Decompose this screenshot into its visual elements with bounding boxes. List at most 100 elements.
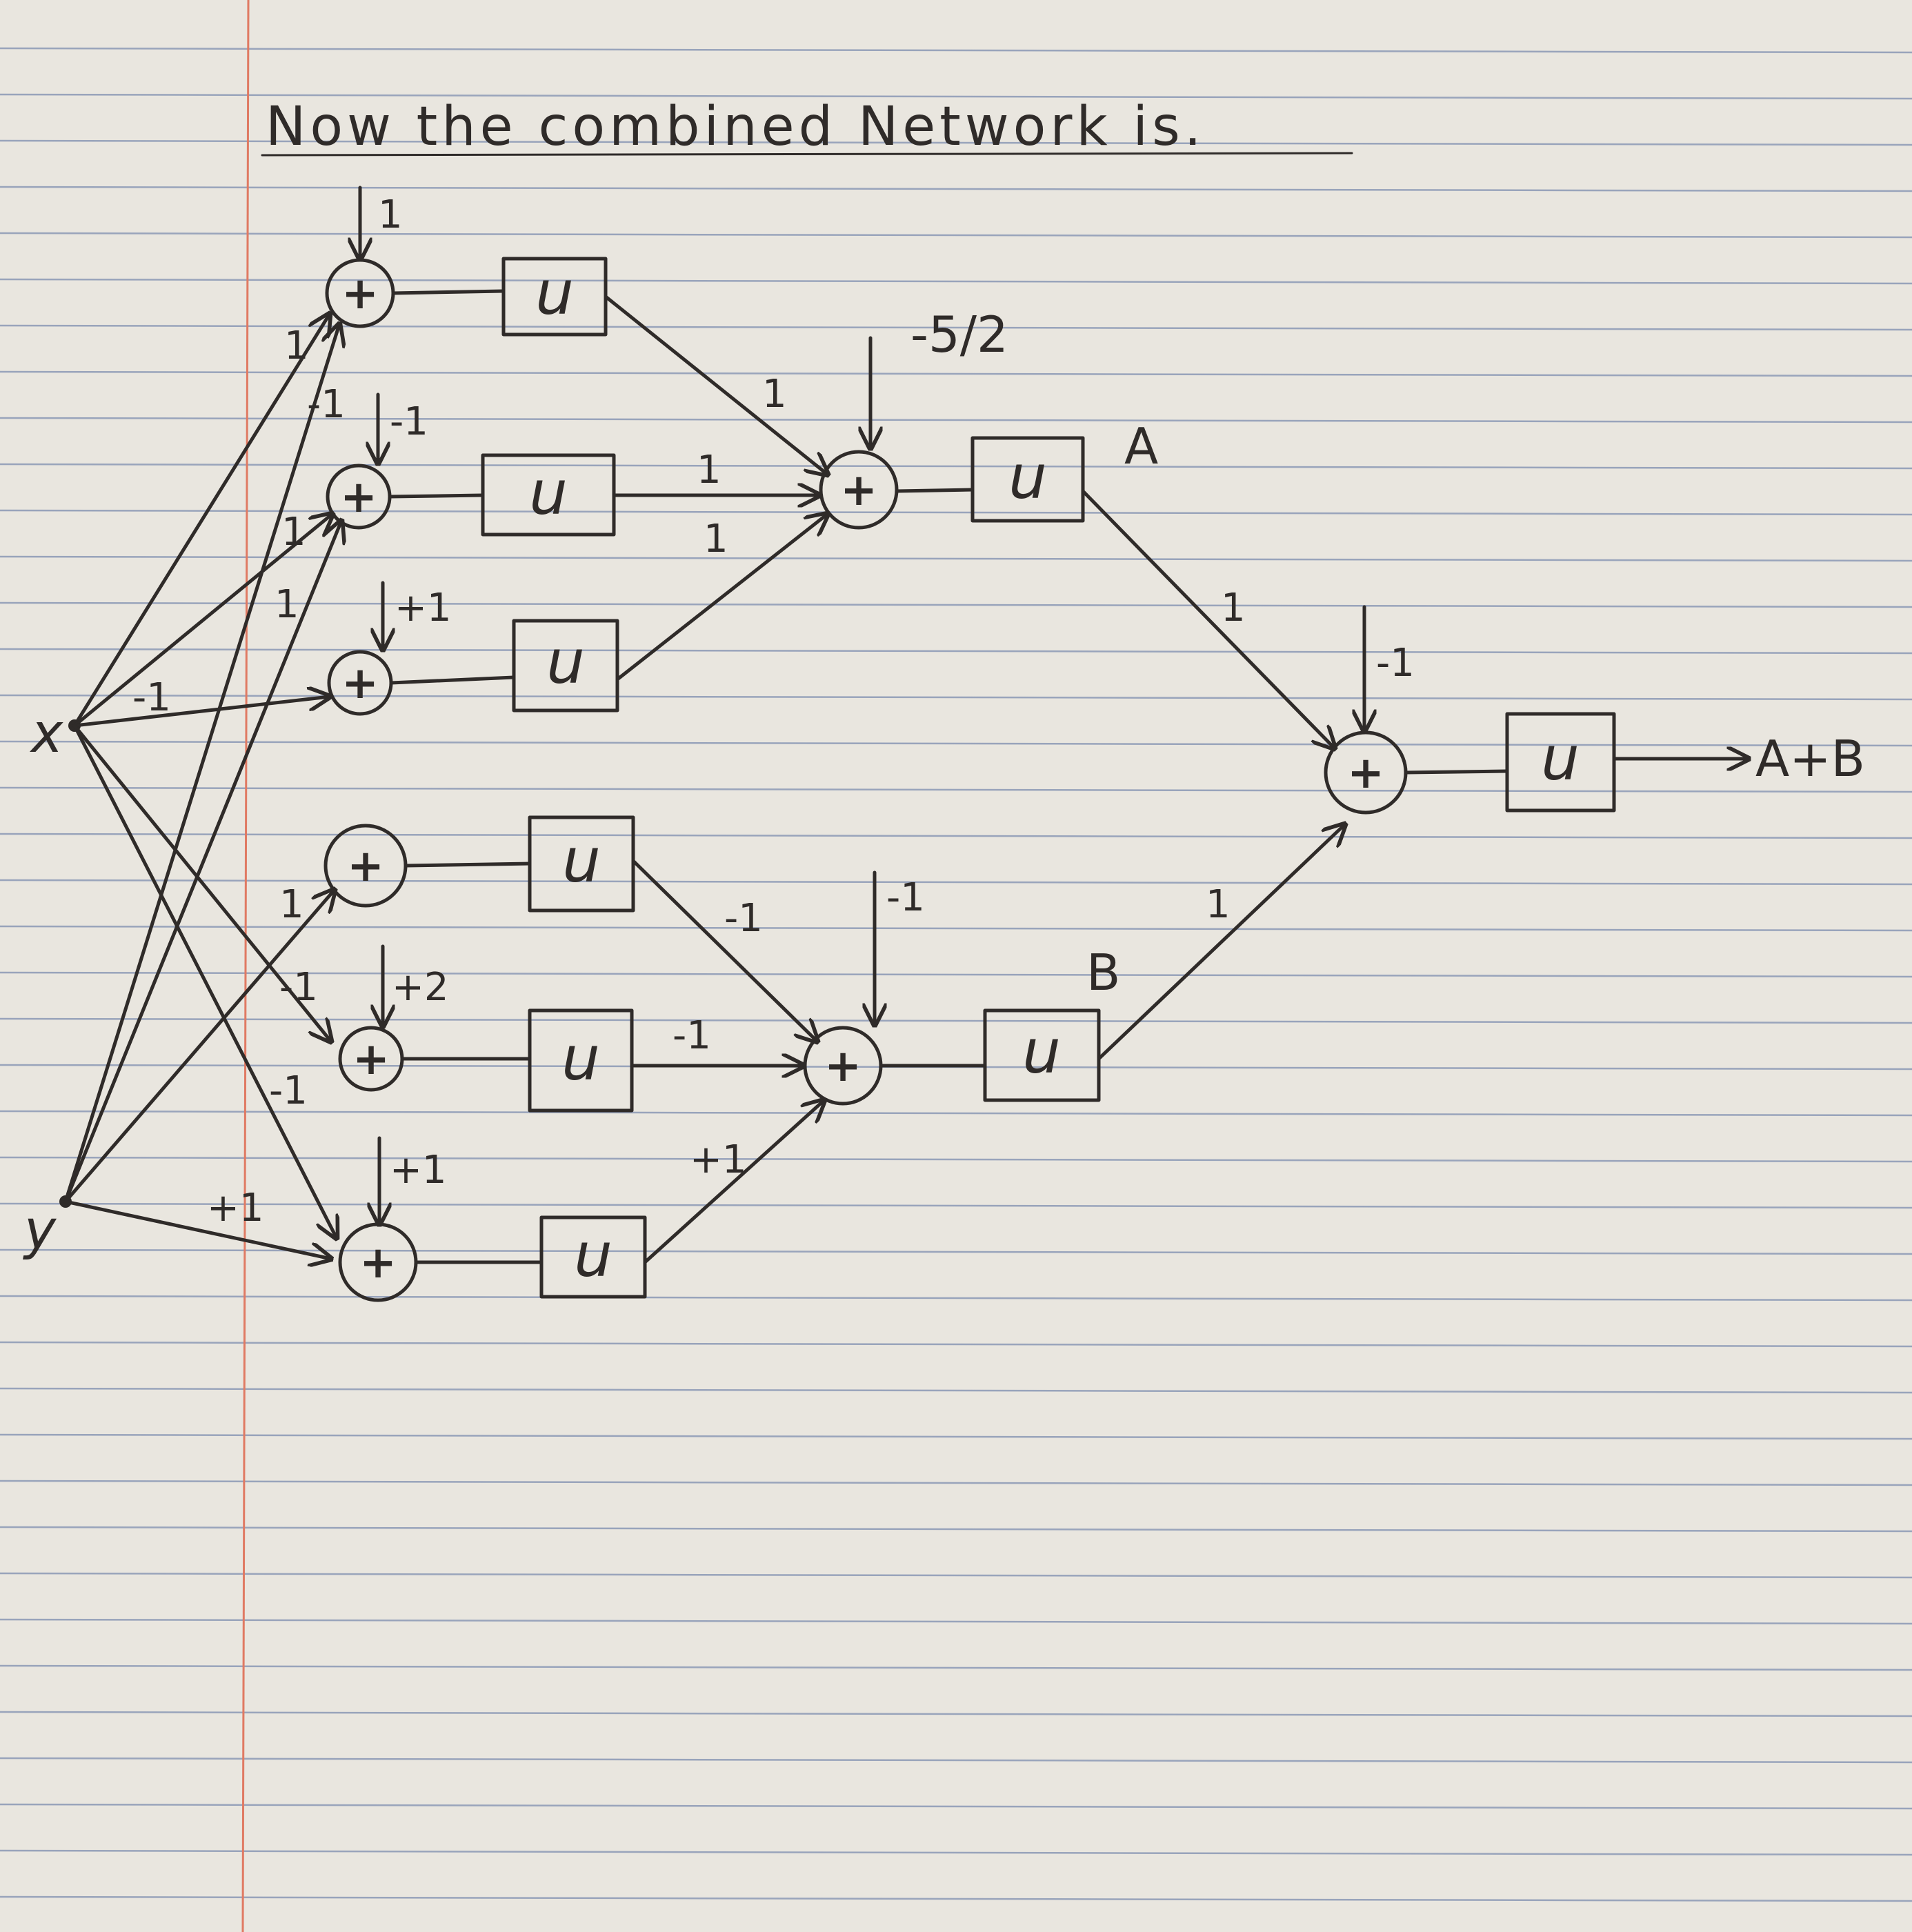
sum-node-h1: +: [325, 258, 395, 328]
ruling-line: [0, 1156, 1912, 1163]
svg-text:u: u: [561, 1023, 600, 1094]
ruling-line: [0, 186, 1912, 192]
ruling-line: [0, 1572, 1912, 1579]
sum-node-b: +: [803, 1026, 883, 1106]
ruling-line: [0, 1618, 1912, 1625]
ruling-line: [0, 555, 1912, 562]
sum-node-h3: +: [327, 650, 393, 716]
ruling-line: [0, 1017, 1912, 1024]
edge-x-h3: [72, 697, 330, 728]
bias-label-h5: +2: [392, 965, 449, 1010]
sum-node-h2: +: [326, 464, 392, 530]
ruling-line: [0, 1433, 1912, 1440]
ruling-line: [0, 1711, 1912, 1717]
edge-x-h2: [72, 514, 332, 728]
edge-h6-b: [643, 1100, 824, 1264]
edge-y-h2: [63, 521, 341, 1204]
ruling-line: [0, 601, 1912, 608]
weight-label-a-out: 1: [1221, 586, 1246, 630]
ruling-line: [0, 1664, 1912, 1671]
weight-label-h4-b: -1: [724, 896, 763, 941]
unit-box-h4: u: [528, 815, 635, 913]
ruling-line: [0, 1110, 1912, 1117]
svg-text:+: +: [824, 1041, 862, 1092]
bias-label-b: -1: [886, 875, 925, 920]
weight-label-x-h2: -1: [307, 382, 346, 427]
weight-label-h1-a: 1: [762, 372, 787, 417]
margin-line: [241, 0, 250, 1932]
unit-box-h3: u: [512, 619, 619, 713]
ruling-line: [0, 139, 1912, 146]
ruling-line: [0, 232, 1912, 239]
link-output-box: [1404, 769, 1509, 775]
ruling-line: [0, 648, 1912, 655]
weight-label-y-h6: +1: [207, 1186, 264, 1231]
svg-text:+: +: [352, 1034, 390, 1085]
link-h2-box: [388, 493, 485, 499]
weight-label-y-h2: 1: [281, 510, 306, 555]
ruling-line: [0, 925, 1912, 932]
input-label-y: y: [23, 1199, 57, 1262]
ruling-line: [0, 833, 1912, 839]
edge-h3-a: [615, 514, 828, 681]
edge-y-h6: [63, 1199, 331, 1259]
ruling-line: [0, 740, 1912, 747]
svg-text:u: u: [1541, 723, 1580, 794]
edge-b-out: [1097, 824, 1345, 1061]
ruling-line: [0, 694, 1912, 701]
ruling-line: [0, 47, 1912, 54]
svg-text:+: +: [341, 658, 379, 709]
sum-node-h5: +: [338, 1026, 404, 1092]
ruling-line: [0, 1480, 1912, 1486]
weight-label-h5-b: -1: [673, 1013, 711, 1058]
weight-label-x-h1: 1: [284, 323, 309, 368]
unit-box-a: u: [970, 436, 1085, 523]
sum-node-a: +: [819, 450, 899, 530]
ruling-line: [0, 1387, 1912, 1394]
weight-label-x-h6: -1: [269, 1068, 308, 1113]
edge-x-h1: [72, 314, 330, 728]
svg-text:+: +: [340, 472, 377, 523]
ruling-line: [0, 1757, 1912, 1764]
weight-label-b-out: 1: [1206, 882, 1231, 927]
svg-text:u: u: [546, 626, 585, 697]
ruling-line: [0, 417, 1912, 424]
node-label-b: B: [1086, 944, 1120, 1002]
sum-node-h6: +: [338, 1222, 418, 1302]
link-h3-box: [389, 675, 516, 685]
svg-text:u: u: [574, 1219, 613, 1291]
link-a-box: [895, 488, 975, 493]
weight-label-h2-a: 1: [697, 448, 721, 492]
node-label-a: A: [1124, 417, 1158, 475]
bias-label-a: -5/2: [910, 306, 1008, 364]
edge-y-h4: [63, 890, 335, 1204]
edge-h4-b: [631, 859, 817, 1042]
ruling-line: [0, 1849, 1912, 1856]
ruling-line: [0, 278, 1912, 285]
link-h4-box: [404, 862, 532, 868]
edge-y-h1: [63, 324, 339, 1204]
bias-label-h1: 1: [378, 192, 403, 237]
weight-label-y-h4: 1: [279, 882, 304, 927]
weight-label-h6-b: +1: [690, 1137, 747, 1182]
ruling-line: [0, 1295, 1912, 1302]
weight-label-x-h5: -1: [279, 965, 318, 1010]
edge-h1-a: [604, 295, 828, 475]
unit-box-h6: u: [539, 1215, 647, 1299]
ruling-line: [0, 971, 1912, 978]
ruling-line: [0, 1202, 1912, 1209]
weight-label-x-h3: -1: [132, 675, 171, 720]
weight-label-y-h3: 1: [275, 582, 299, 627]
ruling-line: [0, 1341, 1912, 1348]
output-label: A+B: [1755, 730, 1865, 788]
bias-label-output: -1: [1376, 641, 1415, 686]
input-label-x: x: [29, 703, 63, 765]
svg-text:u: u: [1008, 441, 1047, 512]
svg-text:+: +: [1347, 748, 1384, 799]
unit-box-h5: u: [528, 1008, 634, 1113]
svg-text:u: u: [1022, 1016, 1061, 1087]
edge-x-h6: [72, 724, 337, 1238]
svg-text:+: +: [359, 1237, 397, 1288]
